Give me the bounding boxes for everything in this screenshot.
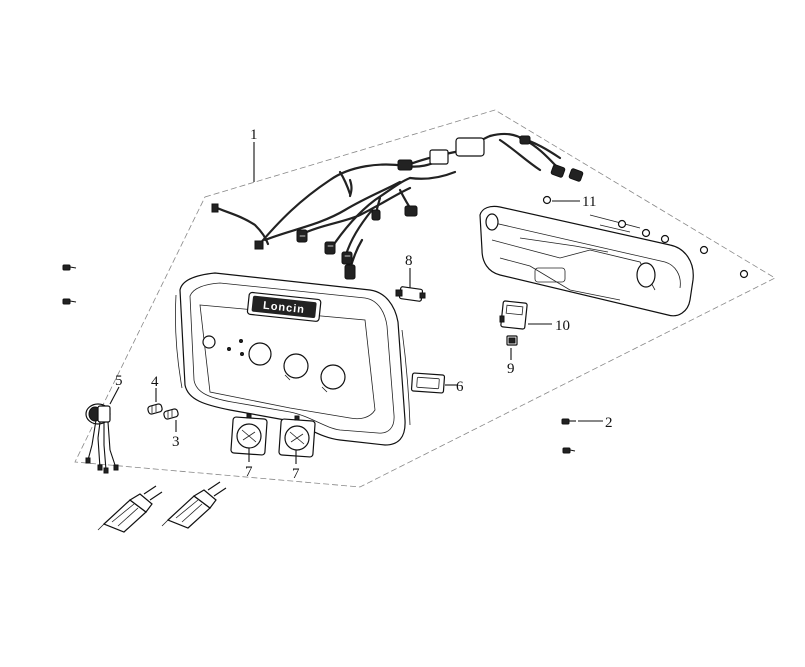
panel-socket-opening-2 [283, 353, 309, 379]
panel-socket-opening-1 [248, 342, 272, 366]
ac-socket-2 [278, 415, 316, 458]
callout-10: 10 [555, 318, 570, 334]
screw-part-2 [561, 418, 576, 454]
callout-labels: 1 2 3 4 5 6 7 7 8 9 10 11 [115, 127, 613, 482]
callout-9: 9 [507, 361, 515, 377]
brand-logo-badge: Loncin [246, 291, 322, 322]
callout-8: 8 [405, 253, 413, 269]
control-panel: Loncin [174, 272, 411, 446]
panel-socket-opening-3 [320, 364, 346, 390]
callout-6: 6 [456, 379, 464, 395]
brand-logo-text: Loncin [262, 300, 305, 316]
callout-7-right: 7 [292, 466, 300, 482]
callout-1: 1 [250, 127, 258, 143]
panel-hole-small [202, 335, 216, 349]
assembly-boundary [74, 109, 776, 488]
start-switch [85, 403, 119, 474]
button-part-9 [506, 335, 518, 346]
callout-11: 11 [582, 194, 596, 210]
callout-4: 4 [151, 374, 159, 390]
rear-housing [479, 205, 694, 317]
callout-7-left: 7 [245, 464, 253, 480]
callout-3: 3 [172, 434, 180, 450]
screws-left [62, 264, 77, 305]
callout-5: 5 [115, 373, 123, 389]
indicator-lights [147, 403, 179, 420]
terminal-frame [410, 372, 446, 394]
leader-lines [109, 142, 603, 464]
plug-right [161, 481, 227, 529]
breaker-part-10 [499, 300, 528, 330]
ac-socket-1 [230, 413, 268, 456]
plug-left [97, 485, 163, 533]
nuts-part-11 [542, 195, 749, 279]
callout-2: 2 [605, 415, 613, 431]
relay-part-8 [395, 286, 426, 302]
wiring-harness [211, 132, 584, 280]
